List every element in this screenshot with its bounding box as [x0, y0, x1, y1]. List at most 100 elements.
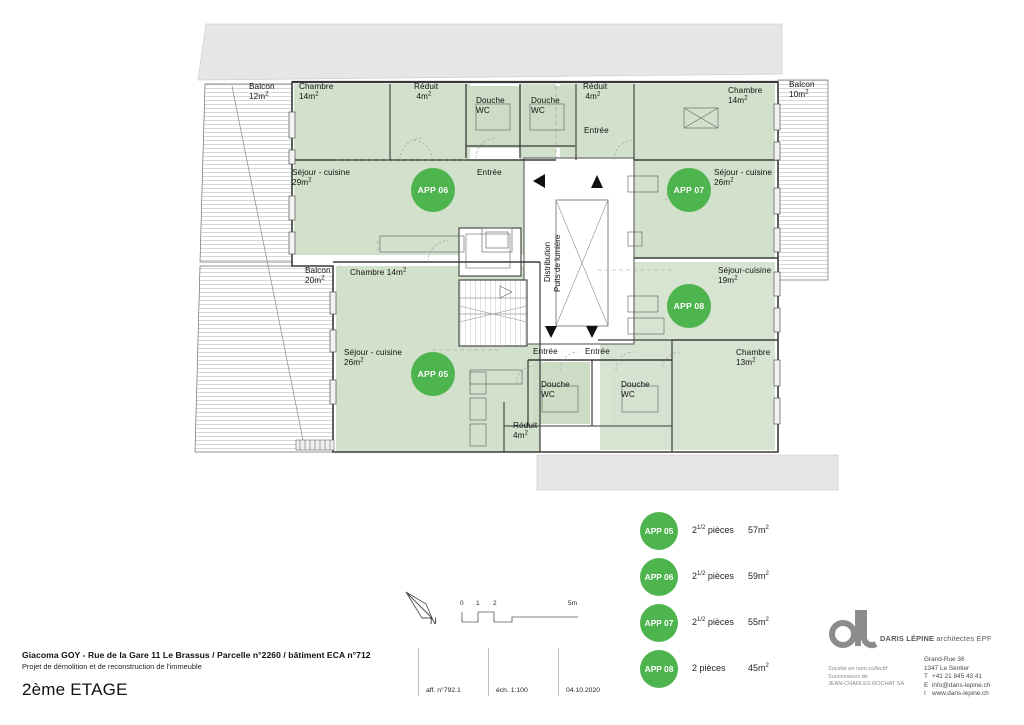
architect-name-main: DARIS LÉPINE — [880, 634, 935, 643]
room-label: Chambre 14m2 — [299, 82, 334, 101]
room-label: Réduit 4m2 — [583, 82, 608, 101]
scale-bar-graphic — [461, 611, 578, 623]
plan-marker-app-05[interactable]: APP 05 — [411, 352, 455, 396]
meta-divider — [558, 648, 559, 696]
pieces-number: 2 — [692, 525, 698, 535]
architect-legal-line-2: Successeurs de — [828, 673, 868, 680]
legend-area-app-05: 57m2 — [748, 525, 769, 535]
legend-pieces-app-08: 2 pièces — [692, 663, 726, 673]
architect-name: DARIS LÉPINE architectes EPF — [880, 634, 992, 643]
facade-windows — [288, 103, 781, 425]
architect-legal-line-3: JEAN-CHARLES ROCHAT SA — [828, 681, 905, 688]
room-label: Chambre 14m2 — [728, 86, 763, 105]
room-label: Chambre 13m2 — [736, 348, 771, 367]
pieces-word: pièces — [699, 663, 726, 673]
scale-tick-5m: 5m — [568, 600, 578, 607]
legend-pieces-app-05: 21/2 pièces — [692, 525, 734, 535]
room-label: Séjour - cuisine 26m2 — [714, 168, 773, 187]
legend-area-app-06: 59m2 — [748, 571, 769, 581]
room-label: Réduit 4m2 — [513, 421, 538, 440]
pieces-fraction: 1/2 — [697, 525, 706, 531]
phone-value: +41 21 845 43 41 — [932, 673, 982, 681]
area-value: 57m — [748, 525, 766, 535]
room-label: Balcon 10m2 — [789, 80, 815, 99]
room-label: Séjour-cuisine 19m2 — [718, 266, 772, 285]
room-label: Séjour - cuisine 26m2 — [344, 348, 403, 367]
pieces-fraction: 1/2 — [697, 571, 706, 577]
area-exponent: 2 — [765, 525, 769, 531]
room-label: Réduit 4m2 — [414, 82, 439, 101]
web-key: I — [924, 690, 926, 698]
north-letter: N — [430, 616, 437, 626]
architect-address-line-1: Grand-Rue 36 — [924, 656, 965, 663]
room-label: Entrée — [477, 168, 502, 177]
architect-contact-block: Grand-Rue 36 1347 Le Sentier T +41 21 845… — [924, 656, 990, 699]
room-label: Douche WC — [541, 380, 570, 399]
architect-legal-line-1: Société en nom collectif — [828, 666, 888, 672]
area-exponent: 2 — [765, 571, 769, 577]
north-arrow-icon — [405, 591, 434, 619]
pieces-word: pièces — [707, 525, 734, 535]
pieces-word: pièces — [707, 571, 734, 581]
north-arrow: N — [402, 588, 462, 633]
central-circulation — [523, 157, 635, 345]
architect-name-suffix: architectes EPF — [936, 634, 992, 643]
direction-arrows — [533, 174, 603, 338]
terrain-masses — [197, 23, 839, 491]
email-key: E — [924, 681, 929, 689]
legend-row: APP 07 21/2 pièces 55m2 — [640, 604, 830, 650]
legend-dot-app-05[interactable]: APP 05 — [640, 512, 678, 550]
walls — [291, 80, 779, 453]
legend-pieces-app-06: 21/2 pièces — [692, 571, 734, 581]
room-label: Entrée — [533, 347, 558, 356]
room-label: Séjour - cuisine 29m2 — [292, 168, 351, 187]
architect-address-line-2: 1347 Le Sentier — [924, 664, 970, 672]
meta-divider — [488, 648, 489, 696]
phone-key: T — [924, 673, 928, 681]
legend-dot-app-08[interactable]: APP 08 — [640, 650, 678, 688]
room-label: Douche WC — [476, 96, 505, 115]
legend-area-app-07: 55m2 — [748, 617, 769, 627]
architect-legal-block: Société en nom collectif Successeurs de … — [828, 666, 904, 689]
floor-title: 2ème ETAGE — [22, 680, 128, 699]
legend-dot-app-06[interactable]: APP 06 — [640, 558, 678, 596]
exterior-stair — [295, 439, 335, 451]
room-label: Balcon 12m2 — [249, 82, 275, 101]
dashed-lines — [336, 84, 672, 351]
meta-affair: aff. n°792.1 — [426, 687, 461, 694]
pieces-number: 2 — [692, 663, 698, 673]
pieces-number: 2 — [692, 617, 698, 627]
legend-row: APP 05 21/2 pièces 57m2 — [640, 512, 830, 558]
architect-phone-row: T +41 21 845 43 41 — [924, 673, 990, 682]
lightwell-label-puits: Puits de lumière — [553, 234, 562, 292]
area-value: 45m — [748, 663, 766, 673]
apartment-legend: APP 05 21/2 pièces 57m2 APP 06 21/2 pièc… — [640, 512, 830, 696]
room-label: Douche WC — [531, 96, 560, 115]
scale-tick-1: 1 — [476, 600, 480, 607]
plan-marker-app-08[interactable]: APP 08 — [667, 284, 711, 328]
email-value[interactable]: info@daris-lepine.ch — [932, 681, 991, 689]
project-title: Giacoma GOY - Rue de la Gare 11 Le Brass… — [22, 650, 371, 660]
sheet-meta-row: aff. n°792.1 éch. 1:100 04.10.2020 — [418, 648, 624, 696]
pieces-fraction: 1/2 — [697, 617, 706, 623]
meta-date: 04.10.2020 — [566, 687, 601, 694]
scale-bar: 0 1 2 5m — [460, 600, 580, 630]
title-block: Giacoma GOY - Rue de la Gare 11 Le Brass… — [22, 650, 442, 700]
meta-divider — [418, 648, 419, 696]
pieces-word: pièces — [707, 617, 734, 627]
legend-area-app-08: 45m2 — [748, 663, 769, 673]
web-value[interactable]: www.daris-lepine.ch — [932, 690, 989, 698]
plan-marker-app-07[interactable]: APP 07 — [667, 168, 711, 212]
area-value: 59m — [748, 571, 766, 581]
plan-marker-app-06[interactable]: APP 06 — [411, 168, 455, 212]
floor-plan-drawing: Balcon 12m2 Chambre 14m2 Réduit 4m2 Douc… — [194, 23, 839, 491]
legend-pieces-app-07: 21/2 pièces — [692, 617, 734, 627]
architect-block: DARIS LÉPINE architectes EPF Société en … — [828, 598, 1018, 698]
legend-dot-app-07[interactable]: APP 07 — [640, 604, 678, 642]
stair-and-lift-core — [458, 227, 528, 347]
scale-tick-0: 0 — [460, 600, 464, 607]
lightwell-label-distribution: Distribution — [543, 241, 552, 282]
room-label: Entrée — [584, 126, 609, 135]
